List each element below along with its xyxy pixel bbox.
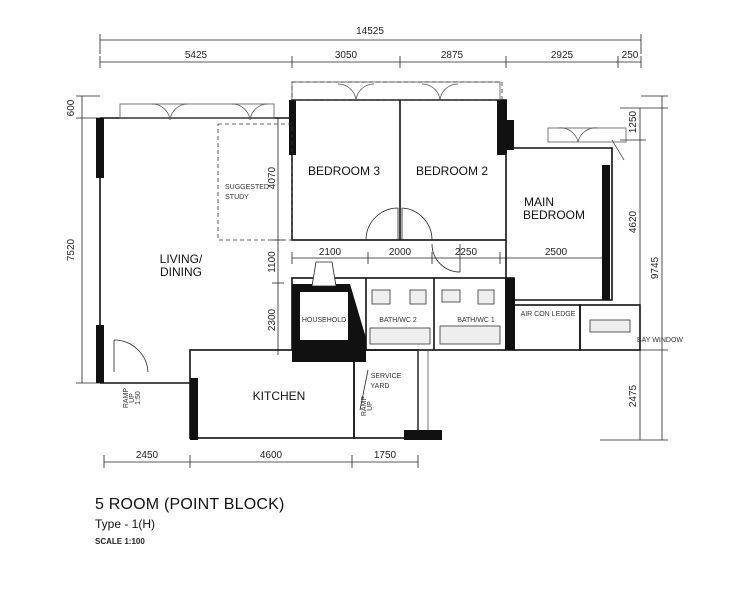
dim-mid-4: 2500 <box>545 247 568 258</box>
dim-right-1250: 1250 <box>628 110 639 133</box>
label-ramp-kitchen: RAMP <box>361 396 368 417</box>
dim-top-1: 5425 <box>185 50 208 61</box>
dim-top-4: 2925 <box>551 50 574 61</box>
dim-bottom-1: 2450 <box>136 450 159 461</box>
label-ramp-entrance-up: UP <box>129 393 136 403</box>
dim-top-5: 250 <box>622 50 639 61</box>
shelter-door <box>311 261 337 287</box>
label-ramp-entrance: RAMP <box>123 388 130 409</box>
plan-title: 5 ROOM (POINT BLOCK) <box>95 496 285 513</box>
fixtures <box>369 289 631 345</box>
study-outline <box>217 123 293 241</box>
plan-scale: SCALE 1:100 <box>95 537 145 546</box>
dim-bottom-3: 1750 <box>374 450 397 461</box>
dim-right-2475: 2475 <box>628 384 639 407</box>
dim-left-600: 600 <box>66 99 77 116</box>
label-living-line2: DINING <box>160 265 202 279</box>
label-ramp-entrance-ratio: 1:50 <box>135 391 142 405</box>
dim-inner-4070: 4070 <box>267 166 278 189</box>
label-household-shelter: HOUSEHOLD <box>302 317 346 324</box>
doors <box>113 207 461 411</box>
label-bath-1: BATH/WC 1 <box>457 317 495 324</box>
label-bedroom-3: BEDROOM 3 <box>308 164 380 178</box>
dim-mid-1: 2100 <box>319 247 342 258</box>
label-study-line1: SUGGESTED <box>225 184 269 191</box>
dim-top-2: 3050 <box>335 50 358 61</box>
dimension-labels: 14525 5425 3050 2875 2925 250 600 7520 4… <box>66 26 661 461</box>
household-shelter-inner <box>300 292 348 340</box>
label-bath-2: BATH/WC 2 <box>379 317 417 324</box>
label-bay-window: BAY WINDOW <box>637 337 683 344</box>
plan-type: Type - 1(H) <box>95 517 156 531</box>
top-ledge-outline <box>291 81 503 101</box>
label-living-line1: LIVING/ <box>160 252 203 266</box>
dim-overall-width: 14525 <box>356 26 384 37</box>
label-study-line2: STUDY <box>225 194 249 201</box>
room-labels: BEDROOM 3 BEDROOM 2 MAIN BEDROOM LIVING/… <box>123 164 683 416</box>
label-service-yard-line1: SERVICE <box>371 373 402 380</box>
dim-top-3: 2875 <box>441 50 464 61</box>
dim-left-7520: 7520 <box>66 238 77 261</box>
dim-right-4620: 4620 <box>628 210 639 233</box>
label-service-yard-line2: YARD <box>371 383 390 390</box>
dim-inner-2300: 2300 <box>267 308 278 331</box>
windows <box>119 81 627 430</box>
dim-bottom-2: 4600 <box>260 450 283 461</box>
label-bedroom-2: BEDROOM 2 <box>416 164 488 178</box>
label-aircon-ledge: AIR CON LEDGE <box>521 311 576 318</box>
label-ramp-kitchen-up: UP <box>367 401 374 411</box>
label-main-bedroom-line1: MAIN <box>524 195 554 209</box>
label-main-bedroom-line2: BEDROOM <box>523 208 585 222</box>
dim-mid-2: 2000 <box>389 247 412 258</box>
dim-mid-3: 2250 <box>455 247 478 258</box>
dim-right-9745: 9745 <box>650 256 661 279</box>
dim-inner-1100: 1100 <box>267 251 278 273</box>
label-kitchen: KITCHEN <box>253 389 306 403</box>
